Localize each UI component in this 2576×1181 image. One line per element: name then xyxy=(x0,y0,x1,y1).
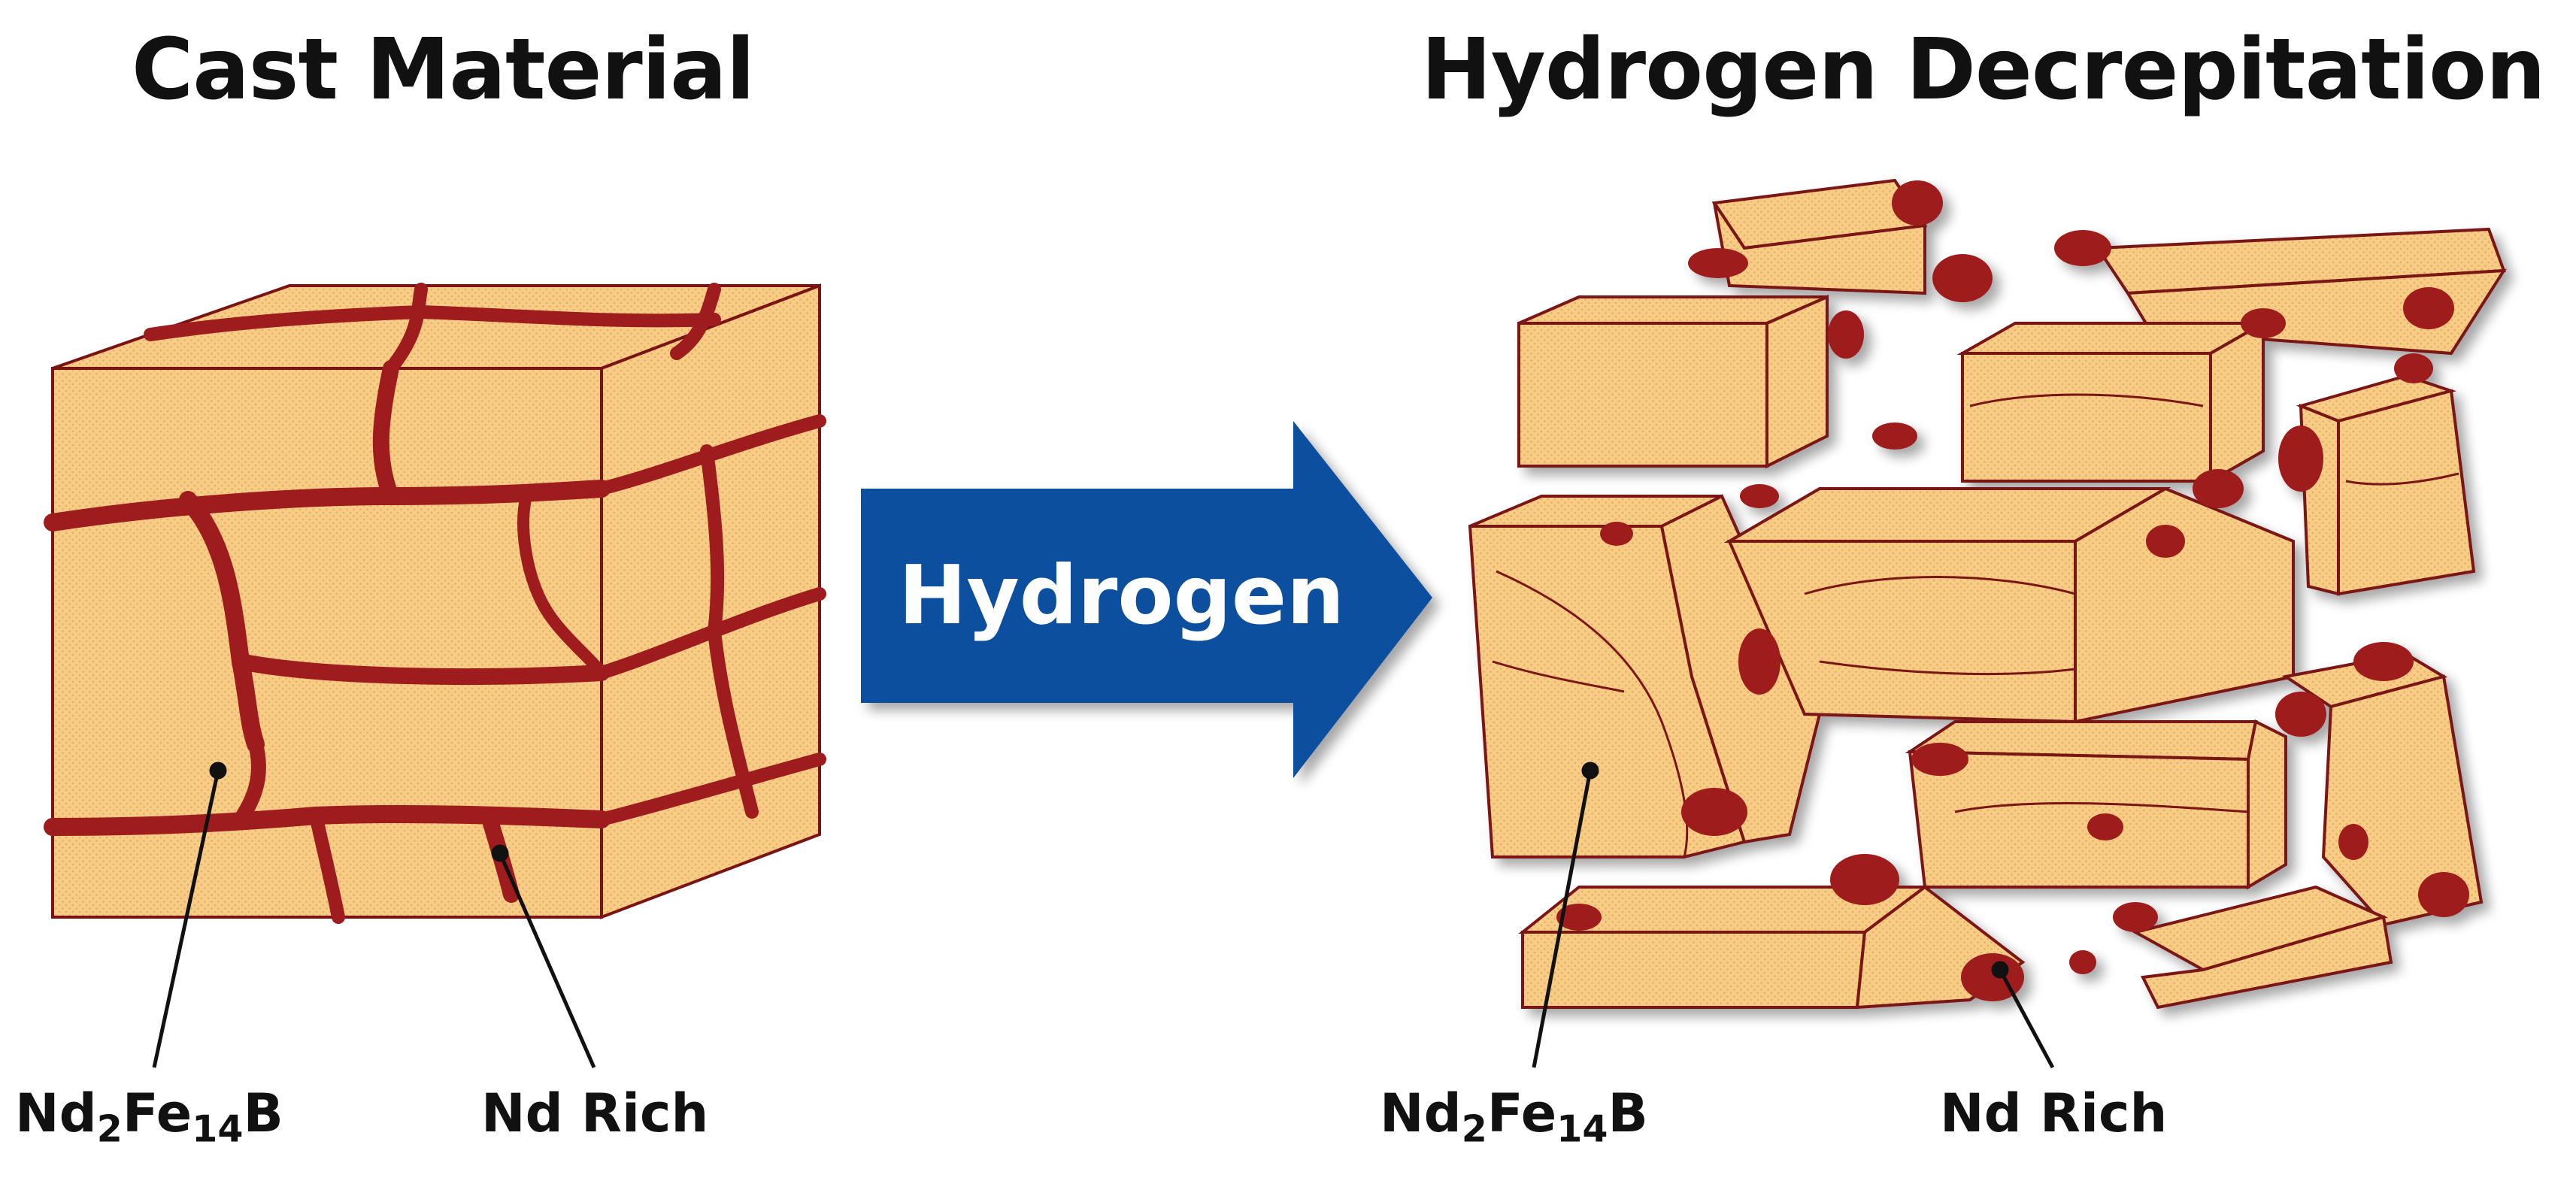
title-hydrogen-decrepitation: Hydrogen Decrepitation xyxy=(1421,21,2546,119)
arrow-label: Hydrogen xyxy=(899,549,1344,643)
label-nd2fe14b-left: Nd2Fe14B xyxy=(15,1083,283,1151)
cast-material-cube xyxy=(44,283,826,924)
nd-rich-clumps xyxy=(1556,180,2469,1001)
fragment-top-slab xyxy=(1517,294,1829,469)
leader-lines-right xyxy=(1532,762,2055,1069)
fragment-lower-center xyxy=(1905,719,2287,890)
label-nd2fe14b-right: Nd2Fe14B xyxy=(1380,1083,1648,1151)
fragment-bottom-right-slab xyxy=(2131,885,2393,1010)
nd-rich-boundaries-front xyxy=(44,360,611,924)
hydrogen-arrow xyxy=(861,421,1432,778)
fragment-bottom-slab xyxy=(1518,885,2026,1010)
title-cast-material: Cast Material xyxy=(132,21,755,119)
fragment-center-middle xyxy=(1723,486,2295,724)
fragment-center-upper xyxy=(1956,320,2269,484)
label-nd-rich-left: Nd Rich xyxy=(481,1083,709,1144)
leader-lines-left xyxy=(152,762,596,1069)
nd-rich-boundaries-side xyxy=(595,414,826,826)
fragment-top-wedge xyxy=(1711,178,1928,295)
decrepitated-fragments xyxy=(1468,178,2507,1010)
label-nd-rich-right: Nd Rich xyxy=(1940,1083,2168,1144)
nd-rich-boundaries-top xyxy=(144,283,721,375)
